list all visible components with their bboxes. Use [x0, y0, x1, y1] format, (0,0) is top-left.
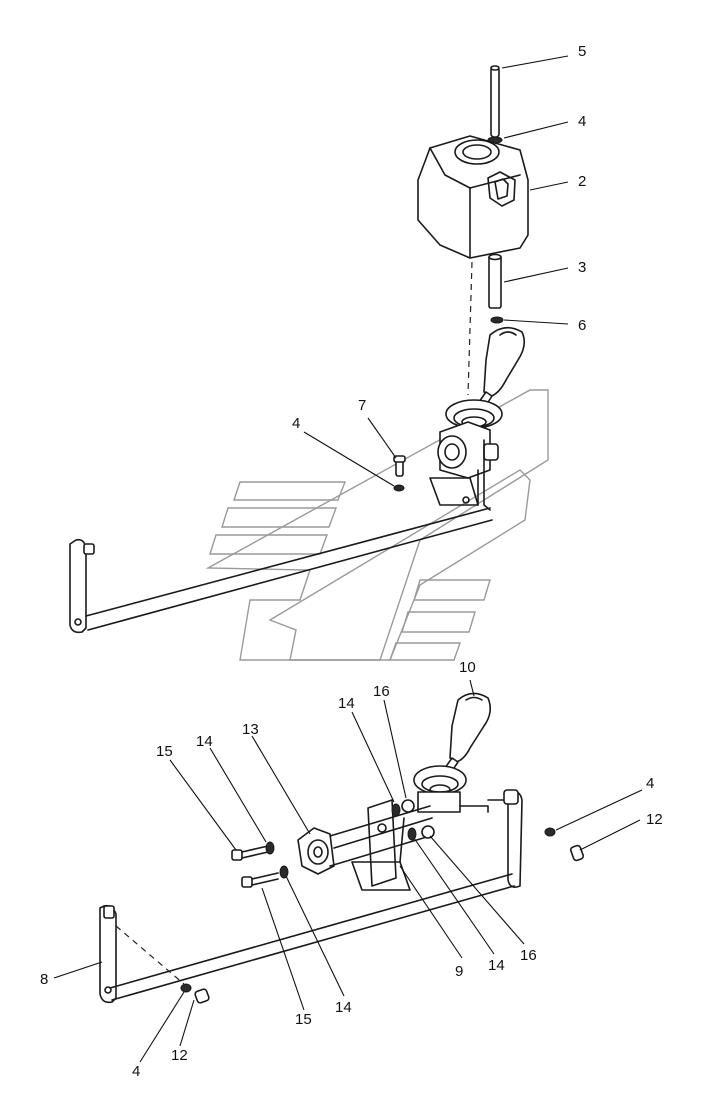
shaft-lower: [329, 805, 433, 867]
callout-12-bottom: 12: [171, 1047, 188, 1064]
assembly-centerline-upper: [467, 261, 473, 396]
callout-14-left: 14: [196, 733, 213, 750]
control-valve-upper: [437, 421, 499, 479]
bolt-12-right: [569, 844, 585, 862]
mounting-plate-9: [351, 799, 411, 891]
callout-15-bottom: 15: [295, 1011, 312, 1028]
callout-4-upper-mid: 4: [292, 415, 300, 432]
callout-14-bottom-right: 14: [488, 957, 505, 974]
assembly-centerline-lower: [115, 925, 185, 985]
bolt-15-lower: [241, 872, 279, 888]
washer-14-left: [265, 841, 275, 855]
callout-16-bottom: 16: [520, 947, 537, 964]
callout-labels: 5 4 2 3 6 7 4 10 16 14 13 14 15 4 12 8 9…: [40, 43, 663, 1080]
bearing-block-13: [297, 827, 335, 875]
lever-arm-right: [459, 789, 523, 888]
callout-3: 3: [578, 259, 586, 276]
nut-16-bottom: [421, 825, 435, 839]
washer-14-lower-left: [279, 865, 289, 879]
callout-15-left: 15: [156, 743, 173, 760]
joystick-boot-lower: [413, 765, 467, 813]
washer-6: [490, 316, 504, 324]
callout-4-right: 4: [646, 775, 654, 792]
lever-arm-8: [99, 904, 117, 1004]
washer-4-upper-mid: [393, 484, 405, 492]
callout-9: 9: [455, 963, 463, 980]
washer-14-bottom-right: [407, 827, 417, 841]
bolt-12-bottom: [194, 988, 210, 1004]
callout-14-bottom: 14: [335, 999, 352, 1016]
callout-13: 13: [242, 721, 259, 738]
callout-5-top: 5: [578, 43, 586, 60]
callout-12-right: 12: [646, 811, 663, 828]
nut-16-top: [401, 799, 415, 813]
bolt-15-upper: [231, 845, 269, 861]
callout-8: 8: [40, 971, 48, 988]
callout-16-top: 16: [373, 683, 390, 700]
pin-5: [490, 65, 500, 138]
washer-14-top: [391, 803, 401, 817]
bolt-7: [393, 455, 406, 477]
callout-14-top: 14: [338, 695, 355, 712]
linkage-rod-lower: [109, 873, 515, 1001]
cover-housing-2: [417, 135, 529, 259]
callout-10: 10: [459, 659, 476, 676]
callout-2: 2: [578, 173, 586, 190]
linkage-rod-upper: [69, 507, 493, 634]
callout-6: 6: [578, 317, 586, 334]
callout-4-top: 4: [578, 113, 586, 130]
sleeve-3: [488, 253, 502, 309]
washer-4-right: [544, 827, 556, 837]
watermark-logo: [205, 389, 549, 661]
callout-4-bottom: 4: [132, 1063, 140, 1080]
callout-7: 7: [358, 397, 366, 414]
leader-lines: [53, 55, 643, 1063]
washer-4-bottom: [180, 983, 192, 993]
